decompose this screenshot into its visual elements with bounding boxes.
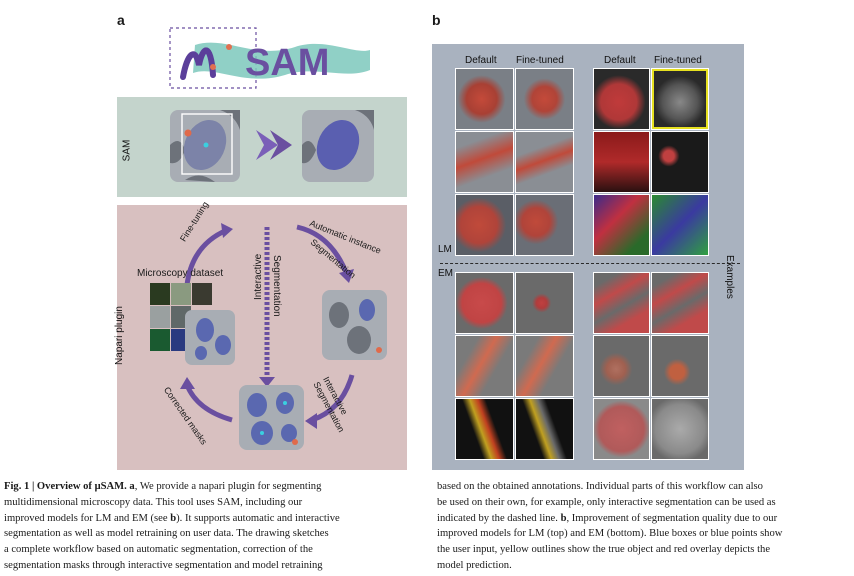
- caption-right-line-6: model prediction.: [437, 558, 852, 574]
- em-tile-5-finetuned: [515, 398, 574, 460]
- lm-tile-6-default: [593, 194, 650, 256]
- interactive-label: Interactive: [253, 254, 264, 300]
- em-tile-1-default: [455, 272, 514, 334]
- segmentation-vertical-label: Segmentation: [271, 255, 282, 317]
- lm-tile-4-finetuned: [651, 131, 709, 193]
- lm-tile-4-default: [593, 131, 650, 193]
- lm-label: LM: [438, 244, 452, 255]
- col-finetuned-right: Fine-tuned: [654, 55, 702, 66]
- caption-left-line-6: segmentation masks through interactive s…: [4, 558, 424, 574]
- em-tile-6-finetuned: [651, 398, 709, 460]
- panel-b-letter: b: [432, 12, 441, 28]
- col-default-left: Default: [465, 55, 497, 66]
- caption-left-line-4: segmentation as well as model retraining…: [4, 526, 424, 542]
- musam-logo: SAM: [165, 25, 375, 95]
- em-tile-4-default: [593, 335, 650, 397]
- caption-right-line-4: improved models for LM (top) and EM (bot…: [437, 526, 852, 542]
- lm-tile-6-finetuned: [651, 194, 709, 256]
- caption-right: based on the obtained annotations. Indiv…: [437, 479, 852, 574]
- lm-tile-3-default: [455, 131, 514, 193]
- microscopy-dataset-label: Microscopy dataset: [137, 268, 223, 279]
- lm-tile-2-finetuned: [651, 68, 709, 130]
- caption-left-line-2: multidimensional microscopy data. This t…: [4, 495, 424, 511]
- em-tile-6-default: [593, 398, 650, 460]
- lm-tile-3-finetuned: [515, 131, 574, 193]
- caption-left-line-1: Fig. 1 | Overview of μSAM. a, We provide…: [4, 479, 424, 495]
- em-tile-2-finetuned: [651, 272, 709, 334]
- sam-illustration: [160, 105, 400, 190]
- sam-label: SAM: [121, 140, 132, 162]
- col-default-right: Default: [604, 55, 636, 66]
- lm-tile-1-default: [455, 68, 514, 130]
- em-tile-3-finetuned: [515, 335, 574, 397]
- lm-em-dashed-divider: [440, 263, 740, 264]
- col-finetuned-left: Fine-tuned: [516, 55, 564, 66]
- em-tile-2-default: [593, 272, 650, 334]
- caption-left: Fig. 1 | Overview of μSAM. a, We provide…: [4, 479, 424, 574]
- em-tile-1-finetuned: [515, 272, 574, 334]
- examples-label: Examples: [724, 255, 735, 299]
- em-tile-5-default: [455, 398, 514, 460]
- lm-tile-5-finetuned: [515, 194, 574, 256]
- em-tile-4-finetuned: [651, 335, 709, 397]
- caption-left-line-3: improved models for LM and EM (see b). I…: [4, 511, 424, 527]
- caption-right-line-5: the user input, yellow outlines show the…: [437, 542, 852, 558]
- caption-right-line-1: based on the obtained annotations. Indiv…: [437, 479, 852, 495]
- em-tile-3-default: [455, 335, 514, 397]
- panel-a-letter: a: [117, 12, 125, 28]
- lm-tile-5-default: [455, 194, 514, 256]
- lm-tile-1-finetuned: [515, 68, 574, 130]
- fig-label: Fig. 1 | Overview of μSAM. a: [4, 481, 135, 492]
- logo-sam-text: SAM: [245, 42, 329, 84]
- em-label: EM: [438, 268, 453, 279]
- caption-right-line-3: indicated by the dashed line. b, Improve…: [437, 511, 852, 527]
- lm-tile-2-default: [593, 68, 650, 130]
- caption-left-line-5: a complete workflow based on automatic s…: [4, 542, 424, 558]
- caption-right-line-2: be used on their own, for example, only …: [437, 495, 852, 511]
